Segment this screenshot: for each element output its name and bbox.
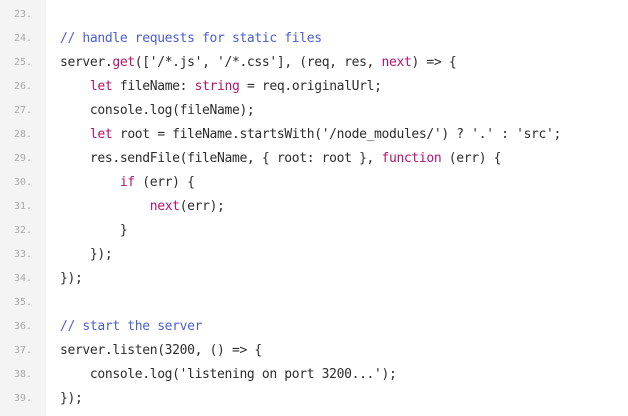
code-token-keyword: next [381,54,412,70]
code-line: 39.}); [0,386,628,410]
line-code: } [46,222,128,238]
line-number: 24. [14,32,33,44]
line-number: 32. [14,224,33,236]
code-line: 33. }); [0,242,628,266]
line-code: let fileName: string = req.originalUrl; [46,79,382,94]
line-number: 36. [14,320,33,332]
line-code: // start the server [46,319,202,334]
code-line: 31. next(err); [0,194,628,218]
line-code: // handle requests for static files [46,31,322,46]
code-line: 23. [0,2,628,26]
line-code: if (err) { [46,175,195,190]
line-number: 31. [14,200,33,212]
line-code: res.sendFile(fileName, { root: root }, f… [46,150,502,166]
code-token-plain: }); [60,246,113,262]
code-token-plain: } [60,222,128,238]
line-number: 23. [14,8,33,20]
line-number: 26. [14,80,33,92]
code-line: 25. server.get(['/*.js', '/*.css'], (req,… [0,50,628,74]
line-code: }); [46,246,113,262]
line-number: 39. [14,392,33,404]
code-line: 37. server.listen(3200, () => { [0,338,628,362]
code-line: 24. // handle requests for static files [0,26,628,50]
line-number: 30. [14,176,33,188]
code-line: 30. if (err) { [0,170,628,194]
code-token-plain: (['/*.js', '/*.css'], (req, res, [134,54,382,70]
code-line: 36. // start the server [0,314,628,338]
line-code: next(err); [46,199,225,214]
code-token-keyword: function [381,150,442,166]
code-token-keyword: let [89,126,113,142]
code-token-keyword: get [112,54,135,70]
line-number-gutter [0,0,46,416]
line-number: 38. [14,368,33,380]
code-token-plain: }); [60,390,83,406]
line-number: 29. [14,152,33,164]
code-token-plain [60,199,150,214]
code-line: 32. } [0,218,628,242]
line-number: 27. [14,104,33,116]
code-token-plain: (err) { [441,150,502,166]
line-code: server.listen(3200, () => { [46,343,262,358]
line-number: 33. [14,248,33,260]
code-token-plain: server. [60,54,113,70]
line-number: 28. [14,128,33,140]
code-token-comment: // start the server [60,318,203,334]
code-line: 28. let root = fileName.startsWith('/nod… [0,122,628,146]
code-line: 34.}); [0,266,628,290]
line-number: 35. [14,296,33,308]
code-token-plain: root = fileName.startsWith('/node_module… [112,126,561,142]
code-token-plain [60,127,90,142]
code-token-plain: fileName: [112,78,195,94]
code-line: 35. [0,290,628,314]
line-code: console.log('listening on port 3200...')… [46,366,397,382]
code-token-plain: res.sendFile(fileName, { root: root }, [60,150,382,166]
code-line: 38. console.log('listening on port 3200.… [0,362,628,386]
code-token-plain [60,175,120,190]
code-line: 26. let fileName: string = req.originalU… [0,74,628,98]
code-token-plain: console.log(fileName); [60,102,255,118]
line-code: }); [46,270,83,286]
line-code: server.get(['/*.js', '/*.css'], (req, re… [46,54,457,70]
line-code: console.log(fileName); [46,102,255,118]
line-code: }); [46,390,83,406]
code-token-plain [60,79,90,94]
code-token-comment: // handle requests for static files [60,30,322,46]
code-token-keyword: string [194,78,240,94]
code-token-plain: (err); [179,198,225,214]
line-number: 37. [14,344,33,356]
code-line: 29. res.sendFile(fileName, { root: root … [0,146,628,170]
code-token-plain: (err) { [134,174,195,190]
code-token-plain: server.listen(3200, () => { [60,342,262,358]
line-code: let root = fileName.startsWith('/node_mo… [46,127,561,142]
code-token-plain: = req.originalUrl; [239,78,382,94]
code-token-plain: ) => { [411,54,457,70]
code-token-keyword: next [149,198,180,214]
code-token-plain: }); [60,270,83,286]
code-token-keyword: let [89,78,113,94]
line-number: 34. [14,272,33,284]
code-line: 27. console.log(fileName); [0,98,628,122]
code-token-plain: console.log('listening on port 3200...')… [60,366,397,382]
code-token-keyword: if [119,174,135,190]
line-number: 25. [14,56,33,68]
